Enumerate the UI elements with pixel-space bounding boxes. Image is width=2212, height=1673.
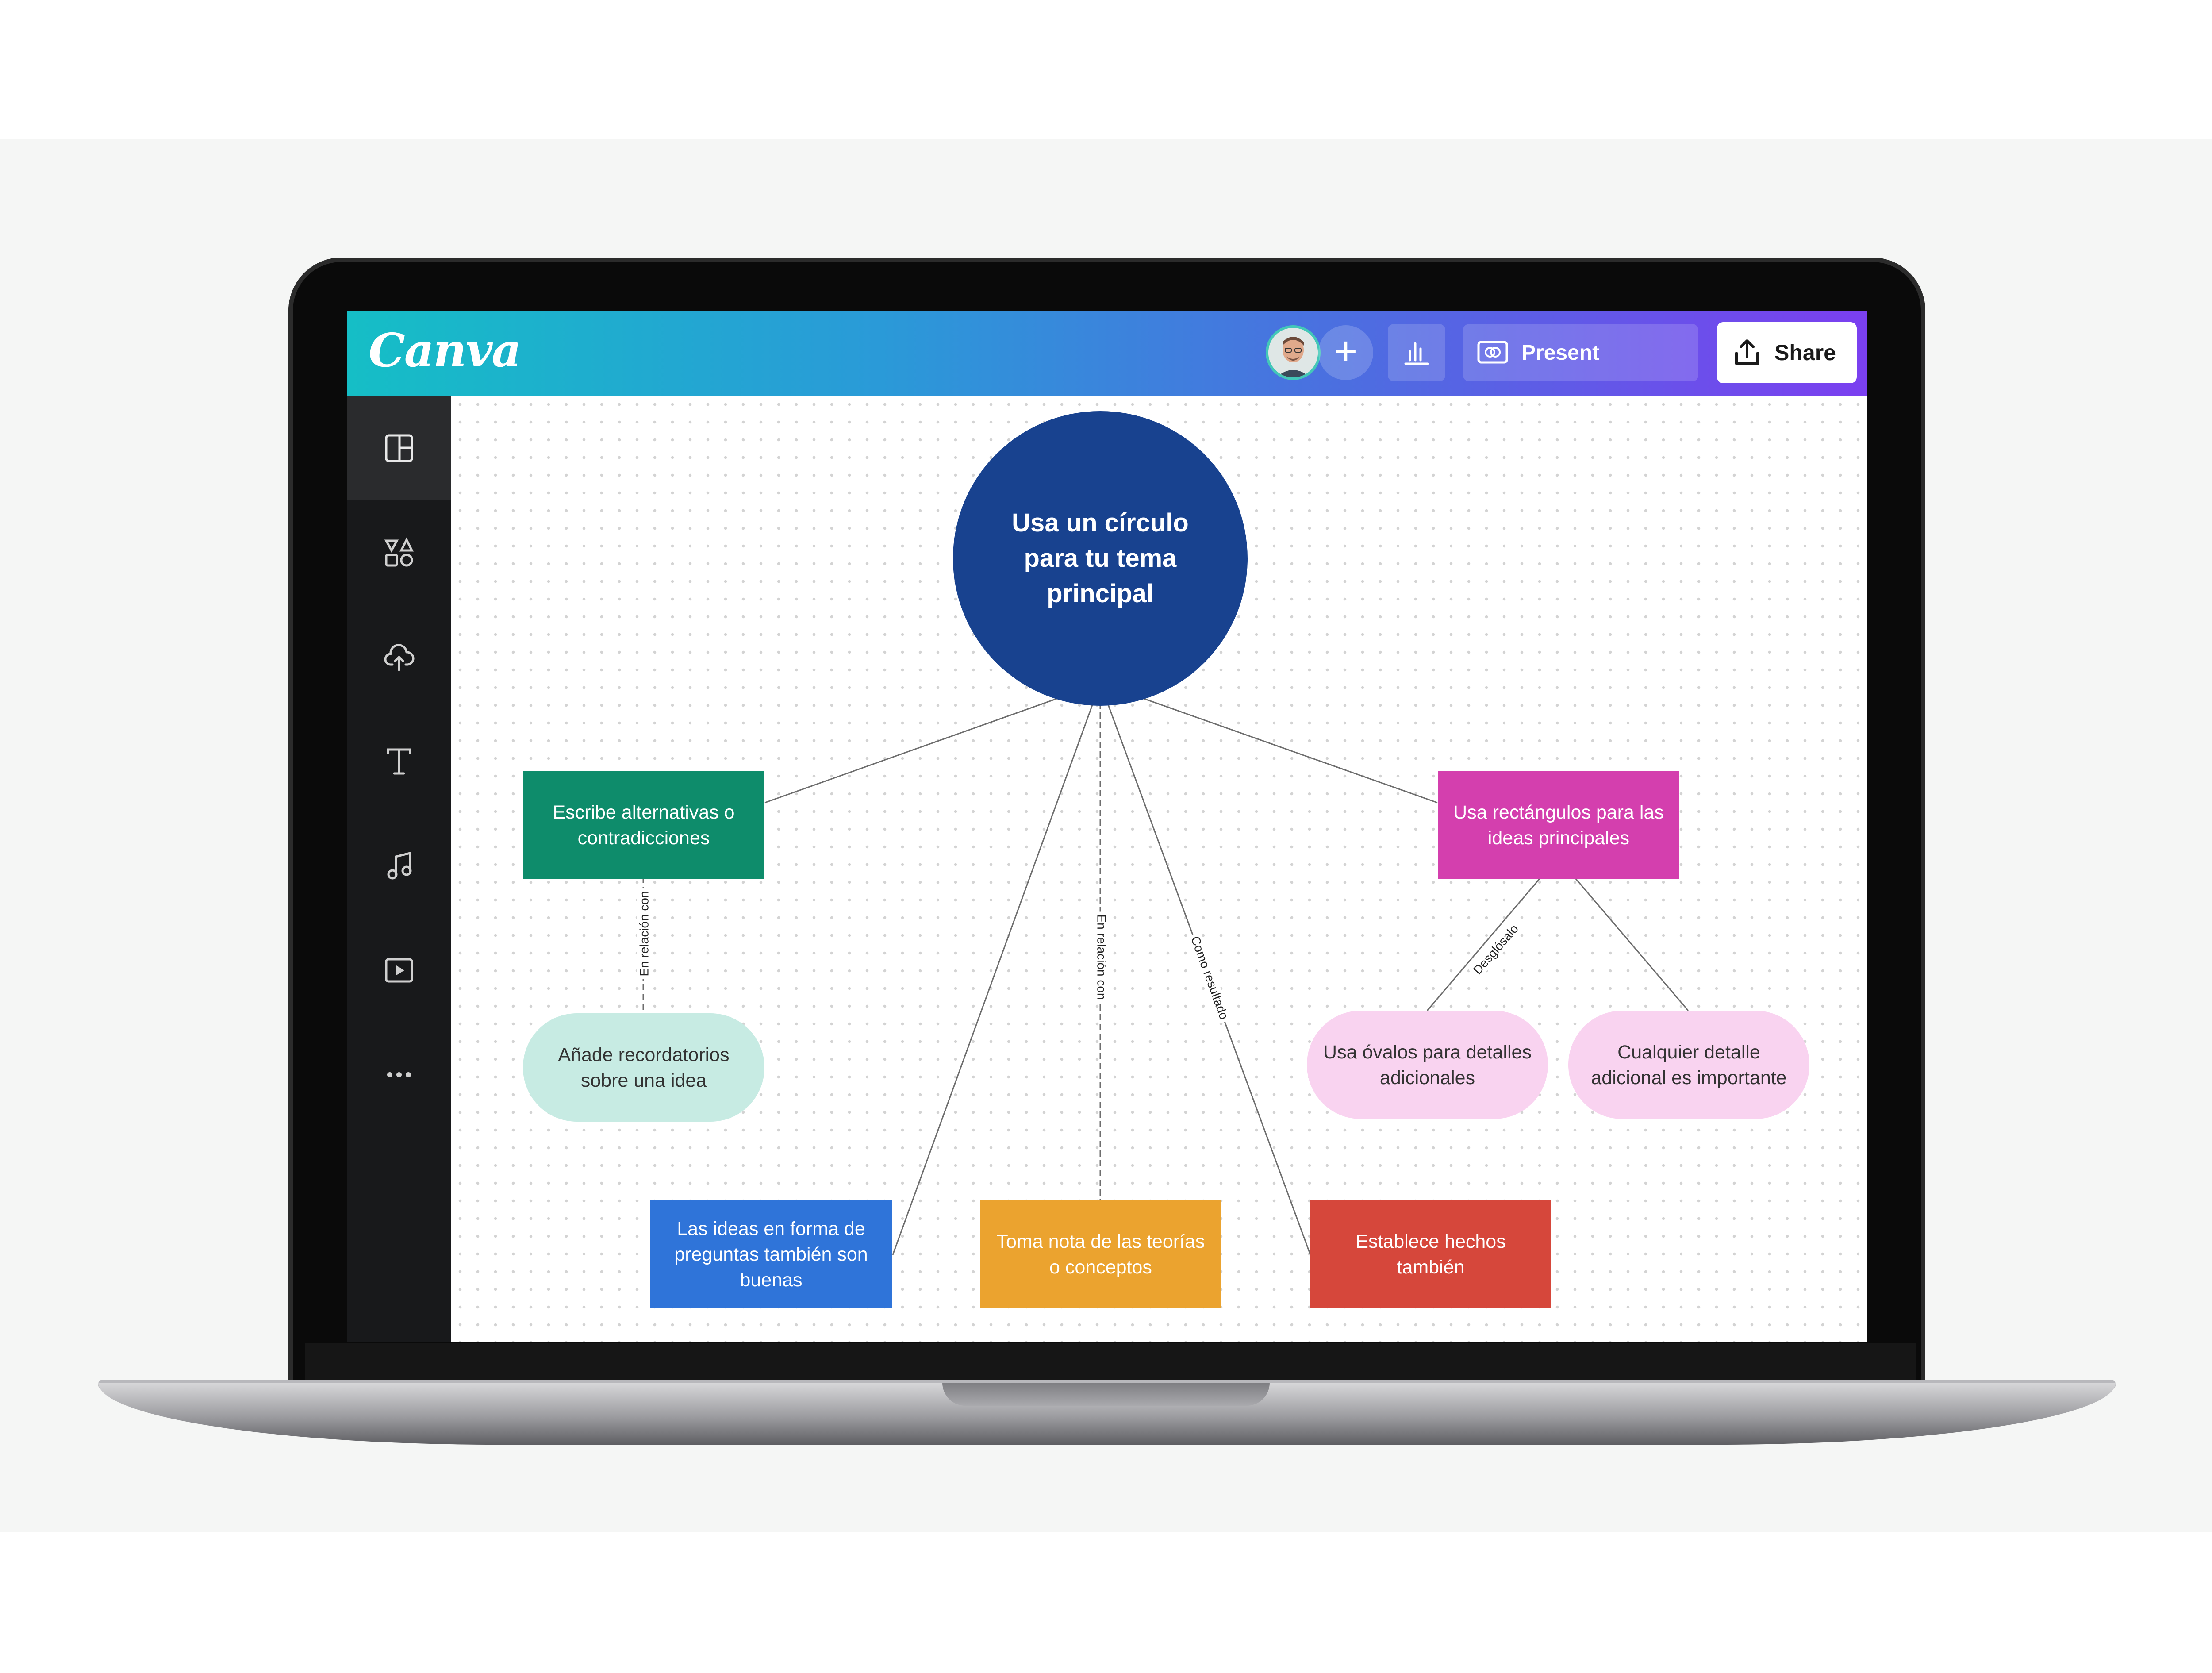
left-sidebar [347,396,451,1342]
sidebar-item-elements[interactable] [347,500,451,604]
present-icon [1477,341,1508,364]
sidebar-item-text[interactable] [347,709,451,813]
connector-center-preguntas[interactable] [892,683,1101,1255]
share-button[interactable]: Share [1717,322,1857,383]
more-icon [387,1072,411,1077]
laptop-notch [942,1383,1270,1406]
templates-icon [385,434,413,462]
node-alternativas[interactable]: Escribe alternativas o contradicciones [523,771,764,879]
connector-rectangulos-ovalos[interactable] [1426,857,1559,1011]
node-teorias[interactable]: Toma nota de las teorías o conceptos [980,1200,1221,1308]
connector-label-en-relacion-left: En relación con [637,888,652,979]
music-note-icon [387,851,412,880]
top-bar: Canva + [347,311,1867,396]
sidebar-item-templates[interactable] [347,396,451,500]
sidebar-item-more[interactable] [347,1022,451,1127]
node-cualquier[interactable]: Cualquier detalle adicional es important… [1568,1011,1809,1119]
connector-center-alternativas[interactable] [764,682,1101,804]
sidebar-item-audio[interactable] [347,813,451,918]
add-collaborator-button[interactable]: + [1318,325,1373,380]
bar-chart-icon [1404,342,1429,365]
connector-center-rectangulos[interactable] [1100,682,1438,804]
app-window: Canva + [347,311,1867,1342]
cloud-upload-icon [384,644,415,671]
plus-icon: + [1334,329,1358,373]
sidebar-item-uploads[interactable] [347,604,451,709]
node-recordatorios[interactable]: Añade recordatorios sobre una idea [523,1013,764,1122]
person-icon [1268,328,1318,377]
node-rectangulos[interactable]: Usa rectángulos para las ideas principal… [1438,771,1679,879]
connector-rectangulos-cualquier[interactable] [1557,857,1689,1011]
user-avatar[interactable] [1266,325,1321,380]
central-topic-circle[interactable]: Usa un círculo para tu tema principal [953,411,1248,706]
canva-logo[interactable]: Canva [369,323,522,377]
share-icon [1735,339,1759,365]
node-hechos[interactable]: Establece hechos también [1310,1200,1551,1308]
elements-icon [384,537,414,567]
present-label: Present [1521,341,1600,365]
video-play-icon [385,958,413,983]
share-label: Share [1774,340,1836,365]
node-ovalos[interactable]: Usa óvalos para detalles adicionales [1307,1011,1548,1119]
text-icon [387,748,411,775]
sidebar-item-videos[interactable] [347,918,451,1022]
laptop-bezel-bottom [305,1343,1916,1383]
insights-button[interactable] [1388,324,1445,381]
node-preguntas[interactable]: Las ideas en forma de preguntas también … [650,1200,892,1308]
present-button[interactable]: Present [1463,324,1698,381]
design-canvas[interactable]: Usa un círculo para tu tema principal Es… [451,396,1867,1342]
connector-label-en-relacion-center: En relación con [1094,911,1109,1003]
